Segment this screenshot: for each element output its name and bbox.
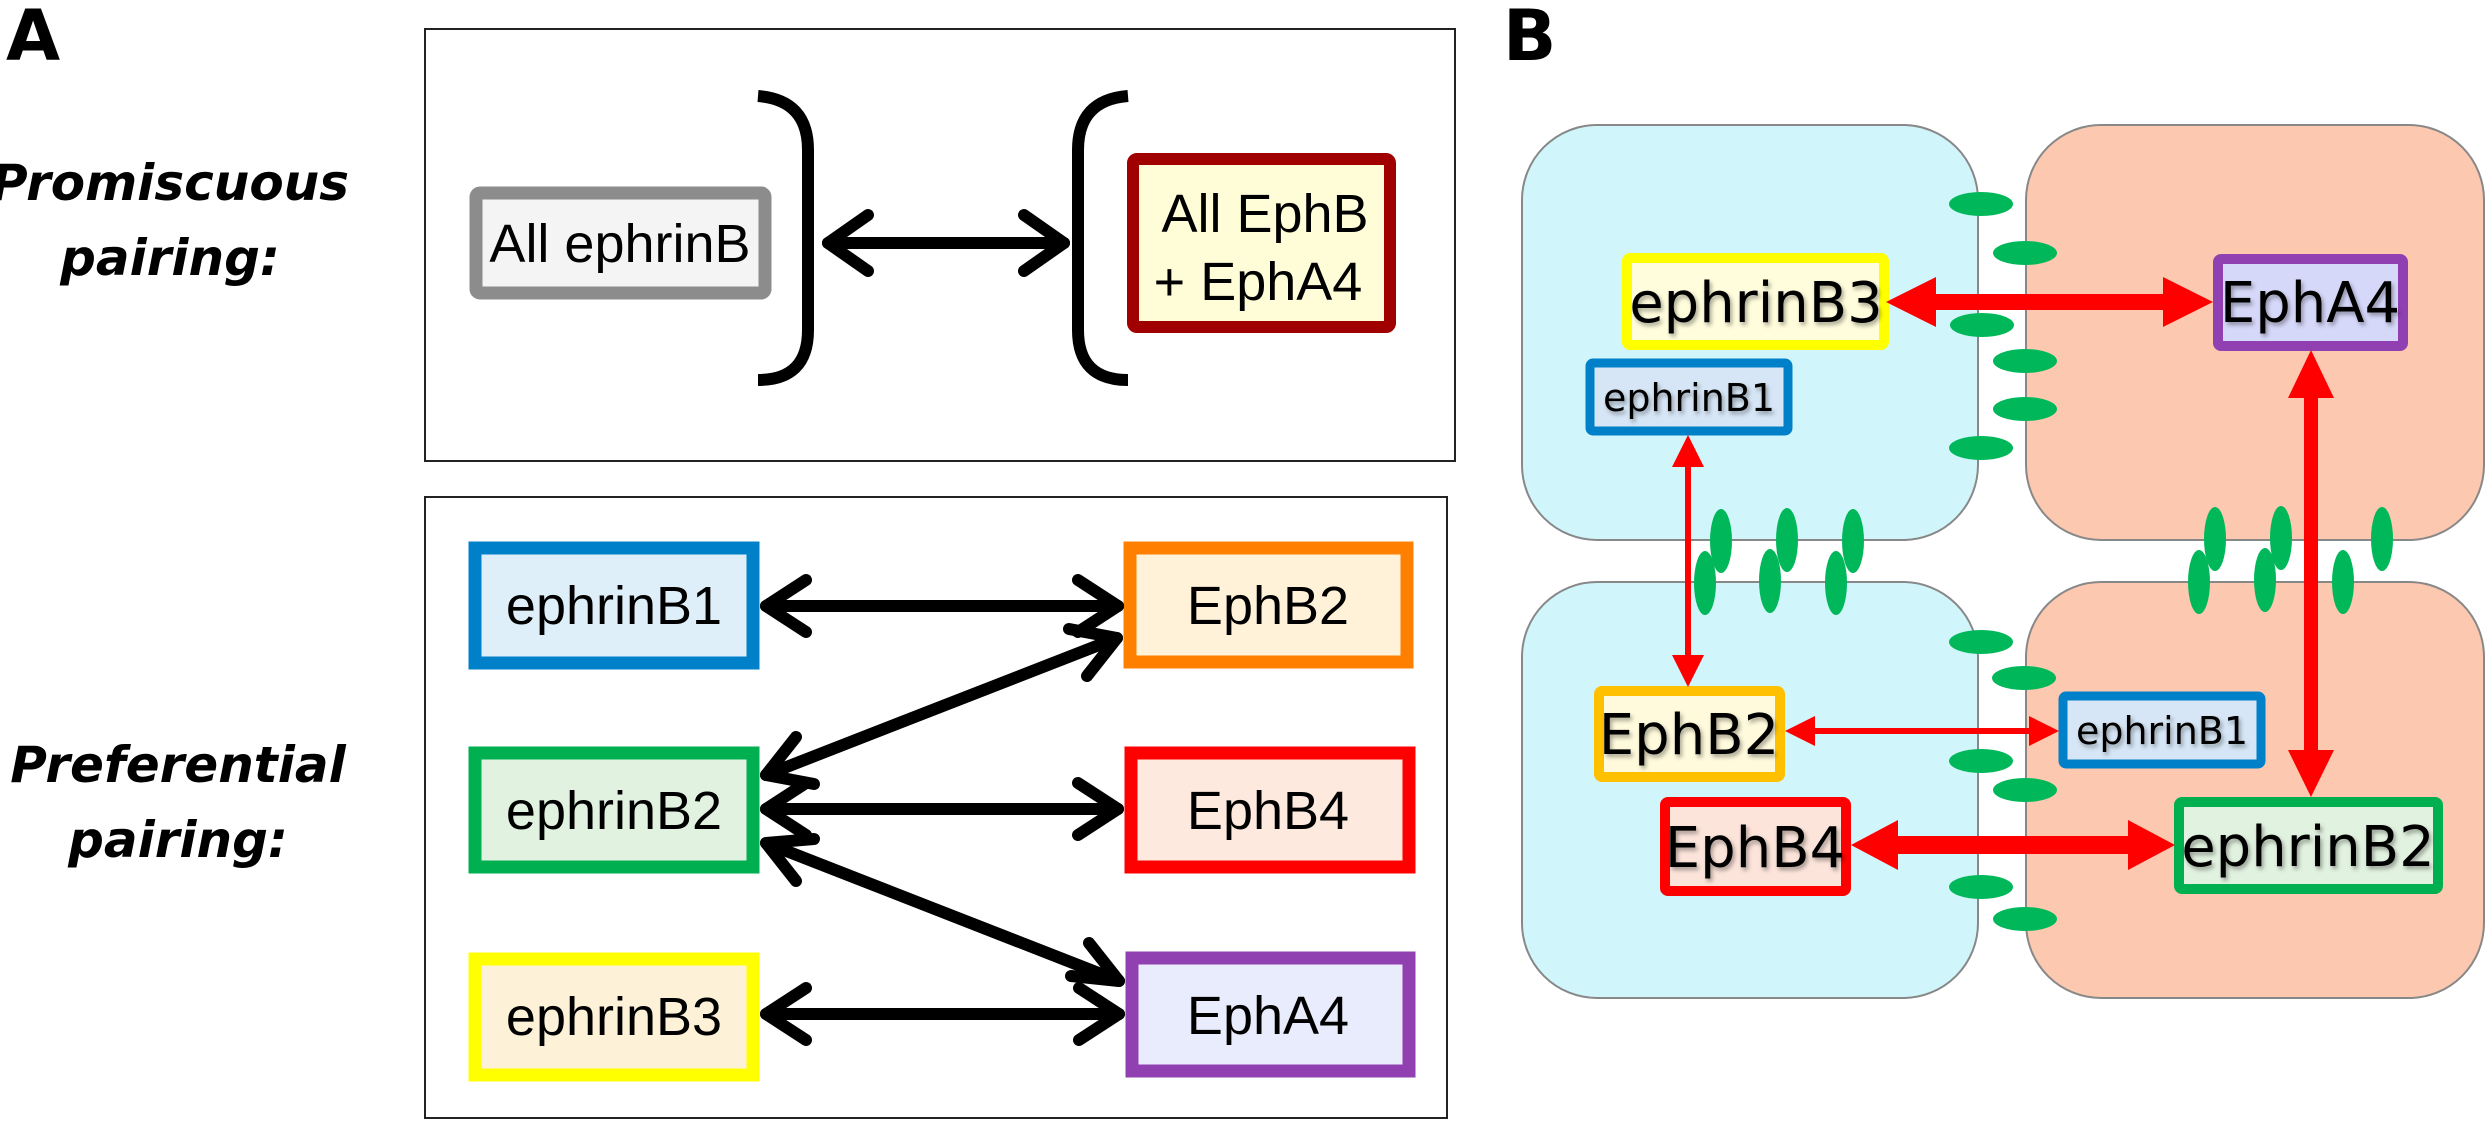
adhesion-icon bbox=[1710, 509, 1732, 573]
b-ephb2-box bbox=[1594, 686, 1785, 782]
promiscuous-double-arrow bbox=[822, 209, 1070, 277]
ephb4-box bbox=[1124, 746, 1416, 874]
arrow-b-ephrinb1-ephb2 bbox=[1672, 435, 1704, 687]
arrow-ephrinb2-epha4 bbox=[760, 833, 1125, 987]
ephrinb3-label: ephrinB3 bbox=[506, 987, 722, 1047]
adhesion-icon bbox=[2204, 507, 2226, 571]
ephb2-label: EphB2 bbox=[1187, 576, 1349, 636]
arrow-b-ephb2-ephrinb1 bbox=[1785, 716, 2059, 746]
arrow-ephrinb2-ephb4 bbox=[760, 777, 1124, 841]
adhesion-icon bbox=[2254, 548, 2276, 612]
b-ephb4-label: EphB4 bbox=[1665, 816, 1845, 881]
ephrinb3-box bbox=[468, 952, 760, 1082]
b-ephrinb2-label: ephrinB2 bbox=[2181, 815, 2435, 880]
ephb4-label: EphB4 bbox=[1187, 781, 1349, 841]
plus-epha4-label: + EphA4 bbox=[1154, 252, 1363, 312]
b-epha4-label: EphA4 bbox=[2220, 271, 2400, 336]
adhesion-icon bbox=[1993, 349, 2057, 373]
adhesion-icon bbox=[2188, 550, 2210, 614]
arrow-ephrinb1-ephb2 bbox=[760, 574, 1124, 638]
arrow-b-epha4-ephrinb2 bbox=[2288, 350, 2334, 797]
adhesion-icon bbox=[1694, 551, 1716, 615]
adhesion-icon bbox=[1993, 907, 2057, 931]
b-ephrinb1-right-label: ephrinB1 bbox=[2076, 709, 2248, 753]
right-bracket-icon bbox=[757, 90, 814, 386]
ephb2-box bbox=[1123, 541, 1414, 669]
cell-bottom-left bbox=[1521, 581, 1979, 999]
adhesion-icon bbox=[1949, 630, 2013, 654]
promiscuous-label-line2: pairing: bbox=[59, 229, 280, 287]
arrow-ephrinb3-epha4 bbox=[760, 982, 1125, 1046]
arrow-b-ephb4-ephrinb2 bbox=[1851, 820, 2175, 870]
adhesion-icon bbox=[1949, 749, 2013, 773]
preferential-label-line1: Preferential bbox=[10, 736, 346, 794]
adhesion-icon bbox=[2270, 506, 2292, 570]
ephrinb2-box bbox=[468, 746, 760, 874]
adhesion-icon bbox=[1949, 875, 2013, 899]
adhesion-icon bbox=[1825, 551, 1847, 615]
b-ephrinb1-right-box bbox=[2058, 691, 2266, 769]
b-ephrinb3-box bbox=[1622, 253, 1889, 350]
b-ephb2-label: EphB2 bbox=[1599, 703, 1779, 768]
ephrinb1-label: ephrinB1 bbox=[506, 576, 722, 636]
cell-bottom-right bbox=[2025, 581, 2485, 999]
b-ephrinb3-label: ephrinB3 bbox=[1629, 271, 1883, 336]
b-ephrinb2-box bbox=[2174, 797, 2443, 894]
all-ephb-epha4-box bbox=[1127, 153, 1396, 333]
adhesion-icon bbox=[2332, 550, 2354, 614]
arrow-b-ephrinb3-epha4 bbox=[1886, 277, 2213, 327]
epha4-box bbox=[1125, 951, 1416, 1078]
epha4-label: EphA4 bbox=[1187, 986, 1349, 1046]
adhesion-icon bbox=[1842, 509, 1864, 573]
adhesion-icon bbox=[1993, 778, 2057, 802]
adhesion-icon bbox=[1949, 192, 2013, 216]
adhesion-icon bbox=[1949, 436, 2013, 460]
adhesion-icon bbox=[1993, 241, 2057, 265]
adhesion-icon bbox=[1759, 549, 1781, 613]
b-ephb4-box bbox=[1660, 797, 1851, 896]
left-bracket-icon bbox=[1072, 90, 1129, 386]
promiscuous-label-line1: Promiscuous bbox=[0, 154, 349, 212]
panel-b-letter: B bbox=[1503, 0, 1556, 77]
arrow-ephrinb2-ephb2 bbox=[760, 623, 1123, 790]
adhesion-icon bbox=[1993, 397, 2057, 421]
all-ephrinb-label: All ephrinB bbox=[489, 214, 750, 274]
adhesion-icon bbox=[1776, 508, 1798, 572]
adhesion-icon bbox=[1950, 313, 2014, 337]
adhesion-icon bbox=[2371, 507, 2393, 571]
ephrinb1-box bbox=[468, 541, 760, 670]
b-ephrinb1-left-label: ephrinB1 bbox=[1603, 376, 1775, 420]
panel-a-letter: A bbox=[6, 0, 60, 77]
b-epha4-box bbox=[2213, 254, 2408, 351]
preferential-label-line2: pairing: bbox=[67, 811, 288, 869]
adhesion-icon bbox=[1992, 666, 2056, 690]
b-ephrinb1-left-box bbox=[1585, 358, 1793, 436]
adhesion-molecules bbox=[1694, 192, 2393, 931]
all-ephb-label: All EphB bbox=[1161, 184, 1368, 244]
all-ephrinb-box bbox=[469, 186, 772, 300]
ephrinb2-label: ephrinB2 bbox=[506, 781, 722, 841]
panel-b: B bbox=[1503, 0, 2485, 999]
panel-a: A Promiscuous pairing: Preferential pair… bbox=[0, 0, 1456, 1119]
